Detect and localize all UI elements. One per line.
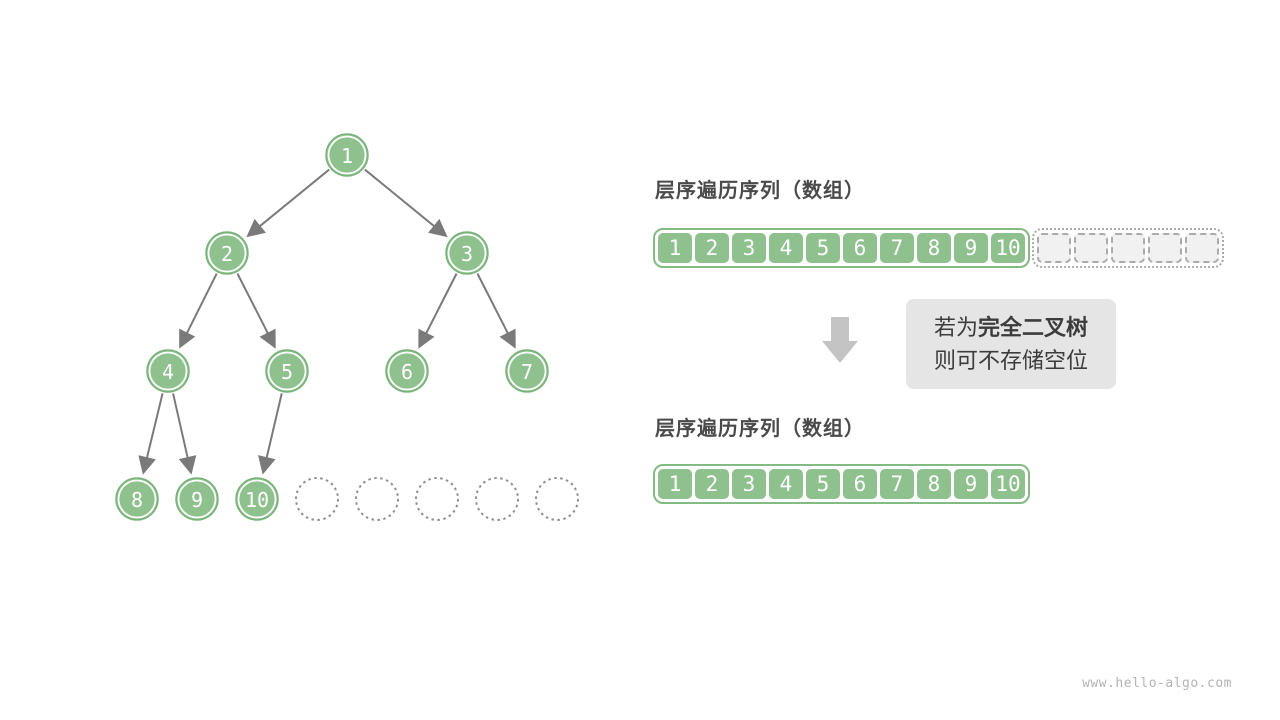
array-cell: 3 xyxy=(732,469,766,499)
note-line-2: 则可不存储空位 xyxy=(933,348,1088,373)
tree-node-value: 9 xyxy=(191,488,203,512)
watermark: www.hello-algo.com xyxy=(1082,676,1232,691)
array-cell: 9 xyxy=(954,233,988,263)
tree-edge xyxy=(246,168,330,238)
tree-node: 2 xyxy=(205,231,249,275)
tree-node: 4 xyxy=(146,349,190,393)
array-cell: 8 xyxy=(917,469,951,499)
tree-edge xyxy=(179,273,218,349)
array-cell: 1 xyxy=(658,469,692,499)
tree-empty-node xyxy=(475,477,519,521)
array-empty-cell xyxy=(1074,233,1108,263)
top-array-label: 层序遍历序列（数组） xyxy=(655,180,865,202)
tree-node-value: 3 xyxy=(461,242,473,266)
tree-empty-node xyxy=(295,477,339,521)
note-line-1-normal: 若为 xyxy=(933,315,978,340)
tree-empty-node xyxy=(415,477,459,521)
tree-empty-node xyxy=(535,477,579,521)
tree-node-value: 2 xyxy=(221,242,233,266)
tree-node: 5 xyxy=(265,349,309,393)
array-cell: 3 xyxy=(732,233,766,263)
array-cell: 6 xyxy=(843,233,877,263)
down-arrow-shaft xyxy=(831,317,849,341)
array-cell: 4 xyxy=(769,469,803,499)
array-empty-cell xyxy=(1037,233,1071,263)
array-empty-cell xyxy=(1111,233,1145,263)
tree-node: 1 xyxy=(325,133,369,177)
tree-node: 3 xyxy=(445,231,489,275)
array-empty-cell xyxy=(1185,233,1219,263)
tree-node-value: 8 xyxy=(131,488,143,512)
tree-node-value: 1 xyxy=(341,144,353,168)
tree-node-value: 4 xyxy=(162,360,174,384)
tree-node-value: 6 xyxy=(401,360,413,384)
array-cell: 4 xyxy=(769,233,803,263)
array-empty-segment xyxy=(1032,228,1224,268)
tree-node: 9 xyxy=(175,477,219,521)
tree-node: 6 xyxy=(385,349,429,393)
array-cell: 5 xyxy=(806,233,840,263)
array-cell: 6 xyxy=(843,469,877,499)
array-cell: 7 xyxy=(880,469,914,499)
array-cell: 10 xyxy=(991,233,1025,263)
tree-node: 8 xyxy=(115,477,159,521)
array-cell: 2 xyxy=(695,469,729,499)
tree-edge xyxy=(138,393,164,475)
tree-node: 10 xyxy=(235,477,279,521)
tree-empty-node xyxy=(355,477,399,521)
array-cell: 2 xyxy=(695,233,729,263)
tree-edge xyxy=(476,273,516,349)
array-cell: 9 xyxy=(954,469,988,499)
tree-edge xyxy=(364,168,448,238)
tree-edge xyxy=(236,273,276,349)
tree-edge xyxy=(172,393,197,475)
bottom-array-label: 层序遍历序列（数组） xyxy=(655,418,865,440)
tree-node-value: 5 xyxy=(281,360,293,384)
tree-edge xyxy=(258,393,283,475)
tree-node-value: 10 xyxy=(245,488,269,512)
note-box: 若为完全二叉树 则可不存储空位 xyxy=(906,299,1116,389)
array-cell: 5 xyxy=(806,469,840,499)
binary-tree-canvas: 1 2 3 4 5 6 7 8 9 10 xyxy=(115,133,579,521)
tree-nodes: 1 2 3 4 5 6 7 8 9 10 xyxy=(115,133,579,521)
tree-edge xyxy=(418,273,458,349)
array-cell: 1 xyxy=(658,233,692,263)
tree-edges xyxy=(138,168,516,475)
tree-node: 7 xyxy=(505,349,549,393)
array-cell: 10 xyxy=(991,469,1025,499)
array-cell: 8 xyxy=(917,233,951,263)
note-line-1-bold: 完全二叉树 xyxy=(978,315,1089,340)
down-arrow-head xyxy=(822,341,858,363)
array-empty-cell xyxy=(1148,233,1182,263)
tree-node-value: 7 xyxy=(521,360,533,384)
down-arrow-icon xyxy=(822,317,858,363)
array-cell: 7 xyxy=(880,233,914,263)
note-line-1: 若为完全二叉树 xyxy=(916,311,1106,344)
